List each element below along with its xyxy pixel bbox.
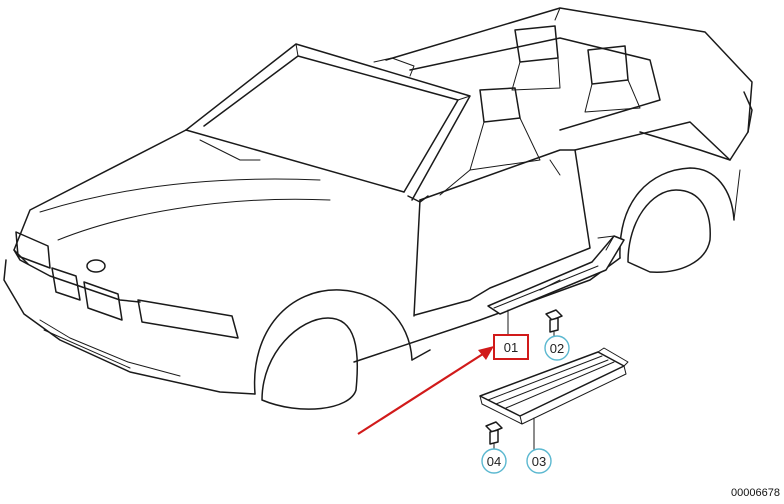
installed-sill-strip — [487, 235, 625, 315]
car-convertible-drawing — [3, 7, 753, 410]
callout-01-label: 01 — [504, 340, 518, 355]
arrow-pointer — [357, 346, 494, 435]
callout-01[interactable]: 01 — [493, 334, 529, 360]
callout-03[interactable]: 03 — [526, 448, 552, 474]
sill-strip-part-03 — [479, 347, 629, 425]
callout-03-label: 03 — [532, 454, 546, 469]
callout-04-label: 04 — [487, 454, 501, 469]
reference-number: 00006678 — [731, 487, 780, 499]
callout-02[interactable]: 02 — [544, 335, 570, 361]
clip-fastener-02 — [545, 309, 563, 337]
callout-02-label: 02 — [550, 341, 564, 356]
clip-fastener-04 — [485, 421, 503, 449]
callout-04[interactable]: 04 — [481, 448, 507, 474]
